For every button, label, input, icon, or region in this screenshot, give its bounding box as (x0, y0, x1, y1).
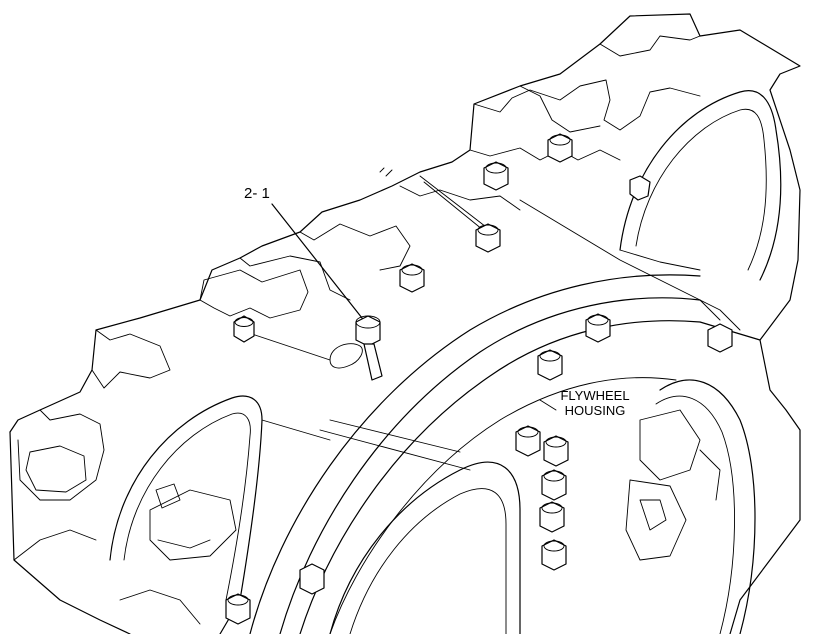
bolt-icon (585, 313, 611, 343)
callout-part (329, 315, 383, 381)
callout: 2- 1 (244, 185, 363, 319)
right-bore (619, 90, 782, 281)
bolt-icon (299, 563, 325, 595)
bolt-icon (475, 223, 501, 253)
bolt-icon (515, 425, 541, 457)
leader-line (271, 203, 363, 319)
part-label-line2: HOUSING (565, 403, 626, 418)
bolt-icon (707, 323, 733, 353)
bolt-icon (399, 263, 425, 293)
bolt-icon (483, 161, 509, 191)
part-label-line1: FLYWHEEL (560, 388, 629, 403)
part-label: FLYWHEEL HOUSING (560, 388, 629, 418)
callout-label: 2- 1 (244, 185, 270, 202)
bolt-icon (543, 435, 569, 467)
block-outline (9, 13, 801, 634)
bolt-icon (541, 539, 567, 571)
bolt-icon (233, 315, 255, 343)
left-bore (109, 395, 263, 634)
flywheel-housing (249, 274, 761, 634)
bolt-icon (225, 593, 251, 625)
bolt-icon (629, 175, 651, 201)
block-edges (239, 175, 741, 471)
bolt-icon (541, 469, 567, 501)
bolts (225, 133, 733, 625)
bolt-icon (537, 349, 563, 381)
bolt-icon (547, 133, 573, 163)
bolt-icon (539, 501, 565, 533)
